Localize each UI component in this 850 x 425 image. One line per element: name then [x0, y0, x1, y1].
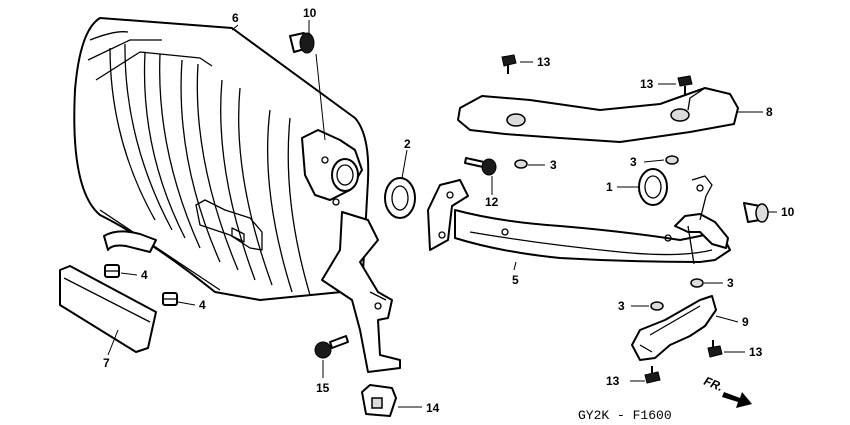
- callout-10-top: 10: [303, 6, 317, 20]
- callout-8: 8: [766, 105, 773, 119]
- flange-bolt-15: [314, 335, 349, 359]
- muffler-protector: [59, 265, 157, 353]
- exhaust-pipe-gasket: [638, 168, 668, 206]
- exhaust-pipe-protector: [457, 87, 739, 143]
- callout-15: 15: [316, 381, 330, 395]
- washer-3-mid: [665, 155, 679, 165]
- diagram-code: GY2K - F1600: [578, 408, 672, 423]
- callout-13-protector: 13: [640, 77, 654, 91]
- callout-13-top: 13: [537, 55, 551, 69]
- screw-13-lower: [644, 366, 661, 384]
- flange-bolt-top: [289, 32, 315, 54]
- exhaust-gasket: [384, 177, 416, 219]
- pipe-guard: [631, 295, 717, 361]
- callout-1: 1: [606, 180, 613, 194]
- callout-3-mid: 3: [630, 155, 637, 169]
- callout-3-left: 3: [550, 158, 557, 172]
- callout-13-guard: 13: [749, 345, 763, 359]
- front-direction-indicator: FR.: [702, 374, 752, 408]
- callout-13-lower: 13: [606, 374, 620, 388]
- front-direction-label: FR.: [702, 374, 725, 394]
- callout-9: 9: [742, 315, 749, 329]
- cushion-rubber-lower: [162, 292, 178, 306]
- callout-4-lower: 4: [199, 298, 206, 312]
- cushion-rubber-upper: [104, 264, 120, 278]
- washer-3-right: [690, 278, 704, 288]
- screw-13-protector: [677, 75, 693, 96]
- callout-10-right: 10: [781, 205, 795, 219]
- callout-3-lower: 3: [618, 299, 625, 313]
- muffler-body: [73, 17, 401, 373]
- flange-bolt-right: [743, 202, 769, 223]
- callout-12: 12: [485, 195, 499, 209]
- front-arrow-icon: [722, 392, 752, 408]
- callout-7: 7: [103, 356, 110, 370]
- screw-13-guard: [707, 340, 723, 358]
- washer-3-lower: [650, 301, 664, 311]
- exhaust-pipe: [427, 175, 731, 265]
- callout-5: 5: [512, 273, 519, 287]
- washer-3-left: [514, 159, 528, 169]
- callout-numbers: 6 10 13 13 8 2 3 3 1 12 10 5 3 3 9 13 13…: [103, 6, 795, 415]
- flange-bolt-12: [464, 157, 497, 176]
- screw-13-top: [501, 54, 517, 74]
- callout-6: 6: [232, 11, 239, 25]
- callout-14: 14: [426, 401, 440, 415]
- callout-4-upper: 4: [141, 268, 148, 282]
- callout-3-right: 3: [727, 276, 734, 290]
- clip-nut-14: [361, 384, 397, 417]
- callout-2: 2: [404, 137, 411, 151]
- leader-lines: [107, 20, 777, 408]
